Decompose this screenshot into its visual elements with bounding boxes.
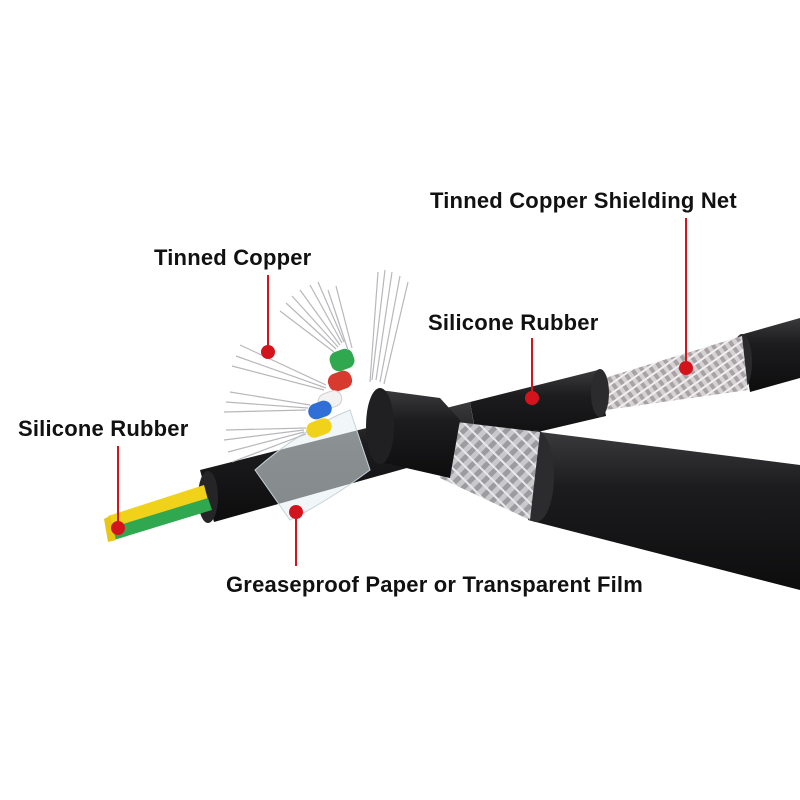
tinned-copper-strands (223, 269, 409, 463)
annotation-markers (111, 218, 693, 566)
front-cable-shield-braid (440, 420, 540, 520)
back-cable-jacket-end (740, 318, 800, 392)
label-silicone-rubber-inner: Silicone Rubber (428, 310, 599, 335)
label-tinned-copper: Tinned Copper (154, 245, 312, 270)
core-blue-front (308, 400, 332, 420)
front-cable-outer-jacket (528, 432, 800, 590)
back-cable-shield-braid (598, 336, 748, 410)
back-cable-sleeve-edge (591, 369, 609, 417)
core-yellow-front (306, 418, 332, 438)
front-cable (223, 269, 800, 590)
core-green-front (329, 348, 355, 372)
core-end (104, 516, 116, 542)
label-silicone-rubber-outer: Silicone Rubber (18, 416, 189, 441)
marker-dot-tinned-copper (261, 345, 275, 359)
transparent-film (254, 409, 371, 521)
core-yellow (108, 485, 208, 530)
label-greaseproof-film: Greaseproof Paper or Transparent Film (226, 572, 643, 597)
core-red-front (327, 370, 353, 392)
front-cable-silicone-sleeve (380, 390, 460, 478)
marker-dot-silicone-inner (525, 391, 539, 405)
marker-dot-film (289, 505, 303, 519)
core-green (110, 498, 212, 540)
back-cable-silicone-sleeve (470, 370, 606, 446)
front-cable-sleeve-face (366, 388, 394, 464)
marker-dot-silicone-outer (111, 521, 125, 535)
marker-dot-shielding-net (679, 361, 693, 375)
label-tinned-copper-shielding-net: Tinned Copper Shielding Net (430, 188, 737, 213)
